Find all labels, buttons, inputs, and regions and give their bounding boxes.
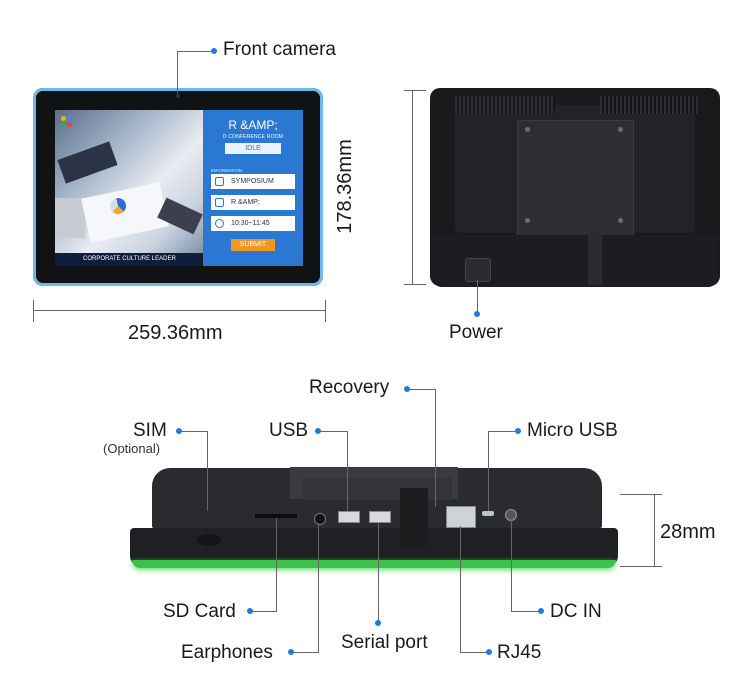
sd-card-label: SD Card — [163, 601, 236, 622]
front-camera-label: Front camera — [223, 39, 336, 60]
height-dimension: 178.36mm — [333, 139, 356, 234]
screen-booking-panel: R &AMP; D CONFERENCE ROOM IDLE INFORMATI… — [203, 110, 303, 266]
clock-icon — [215, 219, 224, 228]
vesa-mount-plate — [517, 120, 634, 237]
front-camera-lens — [176, 94, 180, 98]
usb-port-1 — [338, 511, 360, 523]
edit-icon — [215, 198, 224, 207]
info-label: INFORMATION — [211, 168, 243, 173]
recovery-label: Recovery — [309, 377, 390, 398]
sim-label: SIM — [133, 420, 167, 441]
screen-subtitle: D CONFERENCE ROOM — [222, 134, 284, 140]
host-value: R &AMP; — [231, 199, 260, 206]
vent-left — [455, 96, 555, 114]
power-label: Power — [449, 322, 503, 343]
power-button[interactable] — [465, 258, 491, 282]
usb-label: USB — [269, 420, 309, 441]
sd-card-slot — [255, 514, 297, 518]
device-stand — [400, 488, 428, 546]
back-stand — [588, 233, 602, 285]
time-value: 10:30~11:45 — [231, 220, 270, 227]
status-badge: IDLE — [225, 143, 281, 154]
time-field[interactable]: 10:30~11:45 — [211, 216, 295, 231]
screen-footer: CORPORATE CULTURE LEADER — [55, 253, 203, 266]
vent-right — [600, 96, 700, 114]
rj45-label: RJ45 — [497, 642, 542, 663]
depth-dimension: 28mm — [660, 521, 716, 543]
screen-logo-icon — [61, 116, 75, 130]
serial-port-label: Serial port — [341, 632, 428, 653]
micro-usb-label: Micro USB — [527, 420, 618, 441]
topic-field[interactable]: SYMPOSIUM — [211, 174, 295, 189]
topic-value: SYMPOSIUM — [231, 178, 274, 185]
front-screen: CORPORATE CULTURE LEADER R &AMP; D CONFE… — [55, 110, 303, 266]
micro-usb-port — [482, 511, 494, 516]
sim-note: (Optional) — [103, 441, 161, 456]
earphone-jack — [314, 513, 326, 525]
screen-meeting-photo — [55, 110, 203, 253]
rj45-port — [446, 506, 476, 528]
rubber-foot — [197, 534, 221, 546]
dc-in-label: DC IN — [550, 601, 602, 622]
earphones-label: Earphones — [181, 642, 273, 663]
host-field[interactable]: R &AMP; — [211, 195, 295, 210]
screen-title: R &AMP; — [228, 118, 278, 132]
submit-button[interactable]: SUBMIT — [231, 239, 275, 251]
user-icon — [215, 177, 224, 186]
usb-port-2 — [369, 511, 391, 523]
led-strip — [132, 560, 616, 568]
width-dimension: 259.36mm — [128, 322, 223, 344]
